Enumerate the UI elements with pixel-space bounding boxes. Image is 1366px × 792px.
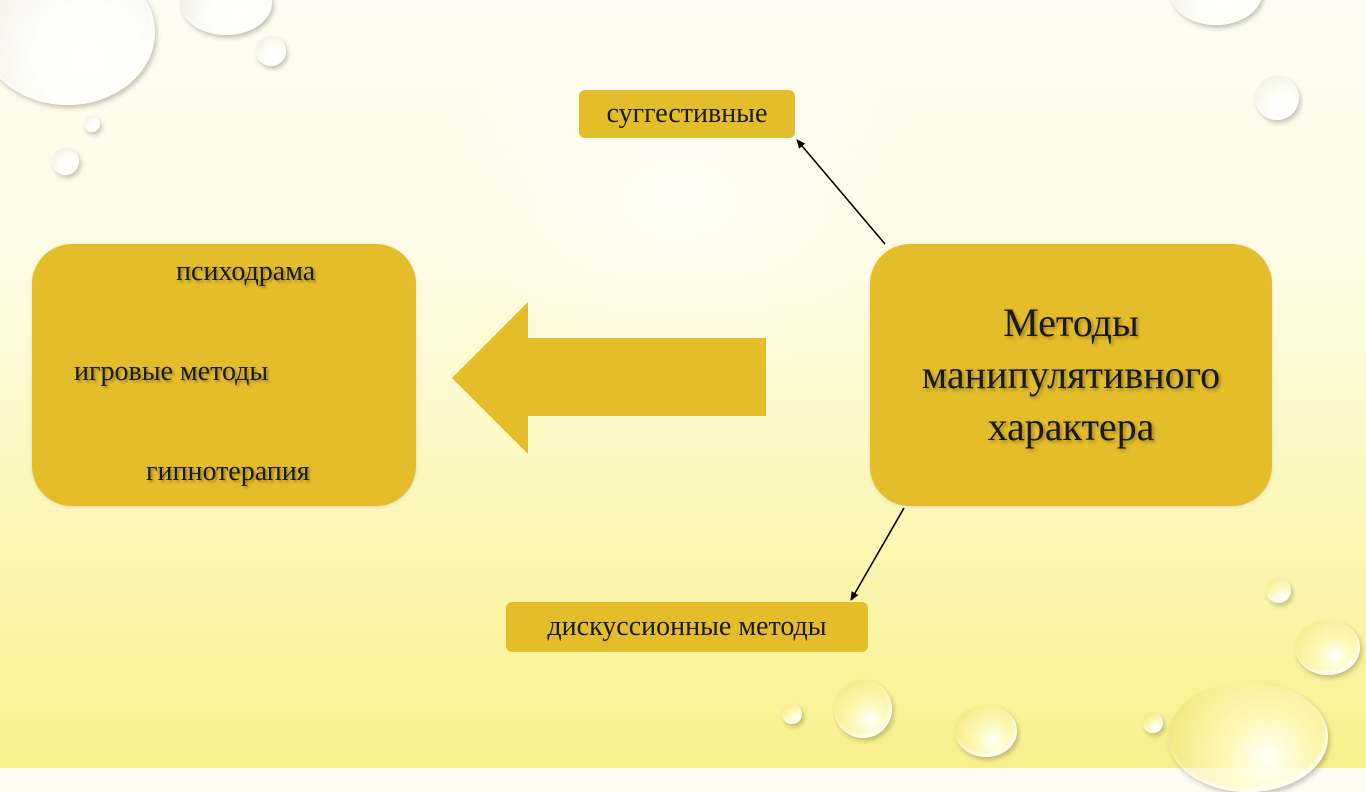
water-drop: [782, 704, 802, 724]
water-drop: [834, 680, 892, 738]
water-drop: [1266, 578, 1291, 603]
water-drop: [256, 36, 286, 66]
main-concept-box: [870, 244, 1272, 506]
arrow-to-suggestive: [796, 139, 886, 245]
water-drop: [955, 705, 1017, 757]
label-suggestive: суггестивные: [579, 90, 795, 138]
water-drop: [1255, 76, 1299, 120]
arrow-to-discussion: [850, 507, 905, 601]
method-item-game-methods: игровые методы: [74, 356, 269, 387]
water-drop: [84, 116, 100, 132]
water-drop: [52, 148, 79, 175]
main-title-line: характера: [987, 404, 1155, 449]
water-drop: [1295, 620, 1360, 675]
main-title-line: Методы: [1003, 300, 1139, 345]
main-concept-title: Методы манипулятивного характера: [870, 244, 1272, 506]
left-arrow-icon: [452, 302, 766, 454]
main-title-line: манипулятивного: [921, 352, 1221, 397]
water-drop: [1143, 713, 1163, 733]
method-item-psychodrama: психодрама: [176, 256, 316, 287]
label-discussion-methods: дискуссионные методы: [506, 602, 868, 652]
methods-list-box: [32, 244, 416, 506]
background-glow: [410, 20, 950, 380]
connector-arrows: [796, 139, 905, 601]
method-item-hypnotherapy: гипнотерапия: [146, 456, 310, 487]
